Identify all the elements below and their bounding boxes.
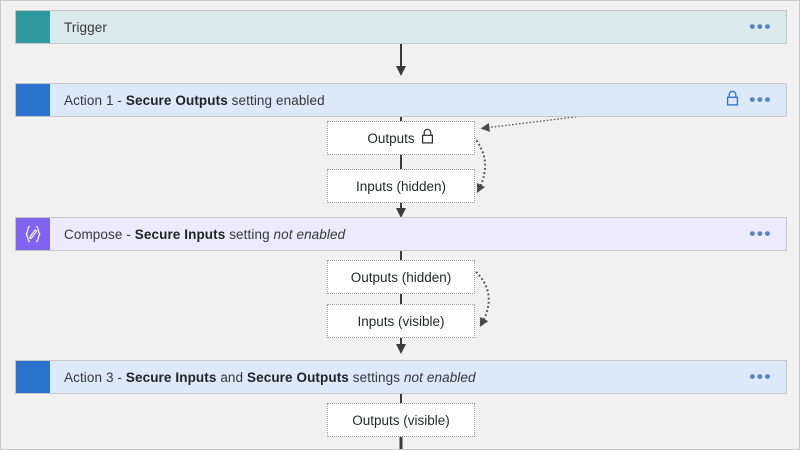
- node-compose-body: Compose - Secure Inputs setting not enab…: [50, 218, 786, 250]
- node-trigger[interactable]: Trigger •••: [15, 10, 787, 44]
- teal-square-icon: [16, 11, 50, 43]
- detail-box-inputs-2: Inputs (visible): [327, 304, 475, 338]
- callout-curve-compose: [472, 268, 490, 327]
- node-compose[interactable]: Compose - Secure Inputs setting not enab…: [15, 217, 787, 251]
- detail-box-outputs-3: Outputs (visible): [327, 403, 475, 437]
- node-action-3[interactable]: Action 3 - Secure Inputs and Secure Outp…: [15, 360, 787, 394]
- node-trigger-body: Trigger •••: [50, 11, 786, 43]
- detail-box-outputs-1: Outputs: [327, 121, 475, 155]
- node-action-3-body: Action 3 - Secure Inputs and Secure Outp…: [50, 361, 786, 393]
- node-action-1-actions: •••: [725, 90, 776, 110]
- detail-box-outputs-2-label: Outputs (hidden): [350, 269, 452, 285]
- overflow-menu-icon[interactable]: •••: [749, 224, 772, 243]
- node-action-1[interactable]: Action 1 - Secure Outputs setting enable…: [15, 83, 787, 117]
- detail-box-outputs-3-label: Outputs (visible): [352, 412, 450, 428]
- detail-box-inputs-1-label: Inputs (hidden): [355, 178, 447, 194]
- overflow-menu-icon[interactable]: •••: [749, 17, 772, 36]
- lock-icon: [420, 128, 435, 148]
- detail-box-inputs-1: Inputs (hidden): [327, 169, 475, 203]
- compose-braces-pencil-icon: [16, 218, 50, 250]
- blue-square-icon: [16, 84, 50, 116]
- node-action-1-body: Action 1 - Secure Outputs setting enable…: [50, 84, 786, 116]
- node-action-3-actions: •••: [749, 367, 776, 386]
- lock-icon: [725, 90, 740, 110]
- overflow-menu-icon[interactable]: •••: [749, 90, 772, 109]
- node-trigger-actions: •••: [749, 17, 776, 36]
- node-compose-label: Compose - Secure Inputs setting not enab…: [64, 226, 346, 242]
- overflow-menu-icon[interactable]: •••: [749, 367, 772, 386]
- node-trigger-label: Trigger: [64, 19, 107, 35]
- node-action-1-label: Action 1 - Secure Outputs setting enable…: [64, 92, 325, 108]
- detail-box-outputs-1-label: Outputs: [367, 130, 415, 146]
- node-compose-actions: •••: [749, 224, 776, 243]
- blue-square-icon: [16, 361, 50, 393]
- detail-box-inputs-2-label: Inputs (visible): [357, 313, 445, 329]
- detail-box-outputs-2: Outputs (hidden): [327, 260, 475, 294]
- node-action-3-label: Action 3 - Secure Inputs and Secure Outp…: [64, 369, 476, 385]
